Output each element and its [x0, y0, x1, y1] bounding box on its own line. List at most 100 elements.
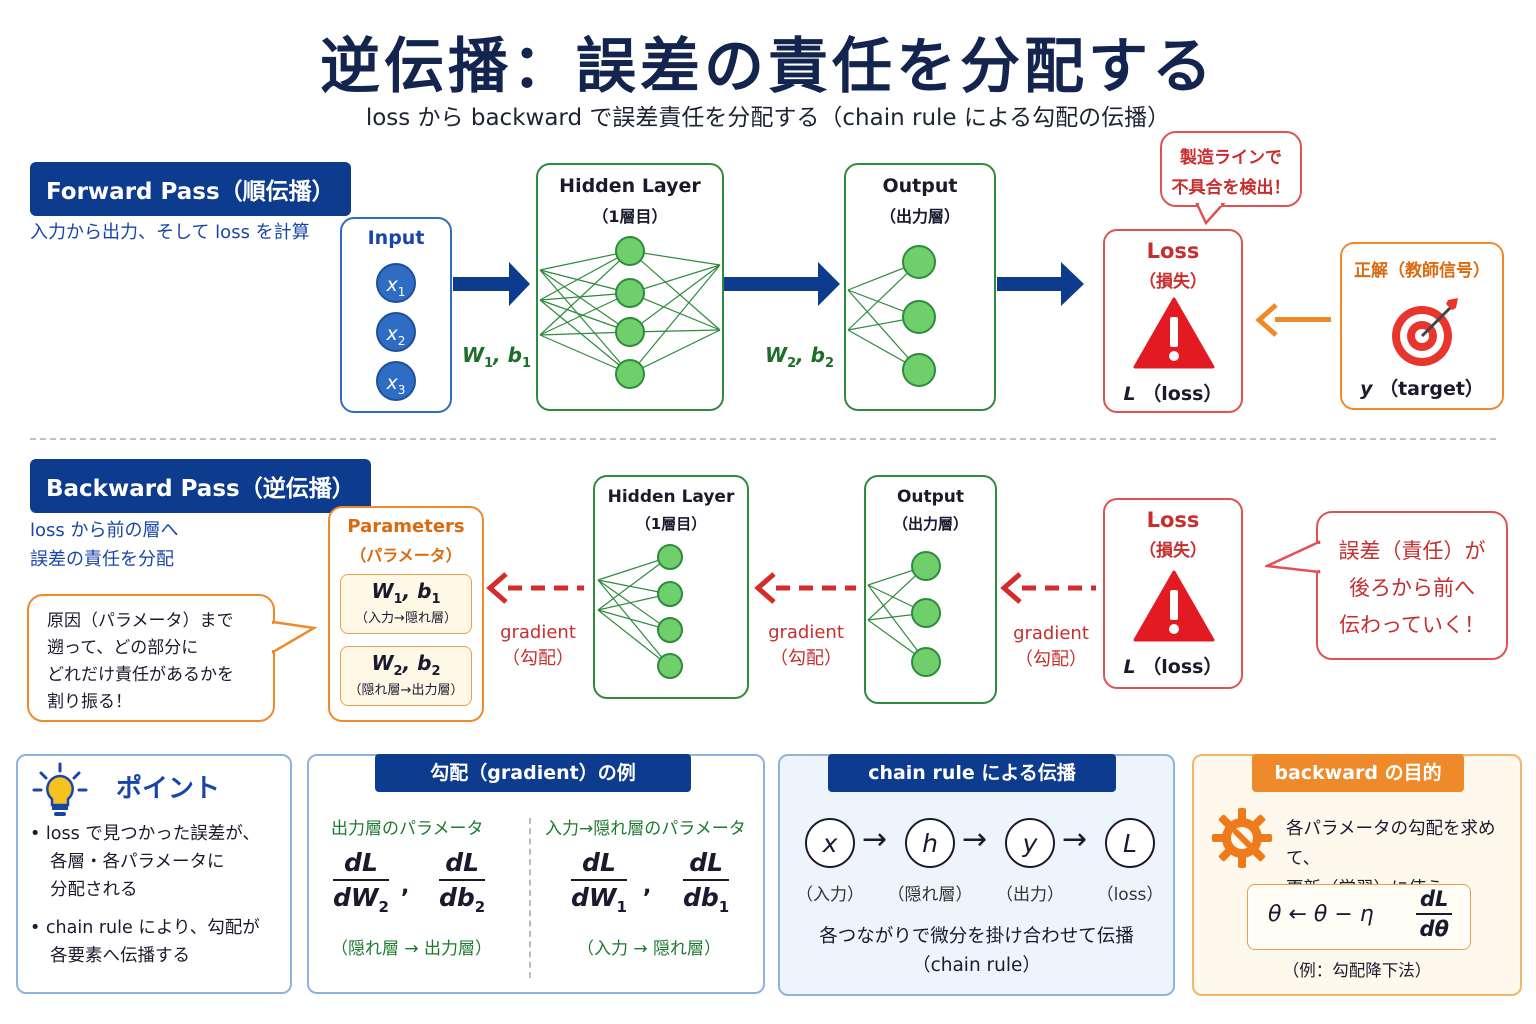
chain-desc-2: （chain rule）	[912, 955, 1041, 976]
backward-loss-box: Loss （損失） L （loss）	[1103, 498, 1243, 689]
backward-hidden-title: Hidden Layer	[607, 487, 735, 507]
point-bullet-1-line-1: loss で見つかった誤差が、	[45, 824, 260, 844]
left-bubble-line-4: 割り振る！	[47, 692, 132, 712]
p1-w: W	[371, 579, 394, 603]
backward-loss-title: Loss	[1146, 508, 1200, 532]
chain-desc-1: 各つながりで微分を掛け合わせて伝播	[819, 926, 1134, 947]
input-node-3: x3	[376, 361, 416, 401]
left-bubble-line-2: 遡って、どの部分に	[47, 638, 199, 658]
gradient-label-3: gradient（勾配）	[1003, 621, 1099, 673]
input-node-2-label: x	[386, 323, 398, 345]
param-w2-b2-desc: （隠れ層→出力層）	[348, 683, 464, 698]
grad-dl-dw2-sub: 2	[378, 898, 389, 916]
point-bullet-1-line-2: 各層・各パラメータに	[50, 852, 225, 872]
purpose-note: （例：勾配降下法）	[1282, 961, 1432, 980]
p2-b-sub: 2	[431, 664, 441, 679]
input-node-3-label: x	[386, 372, 398, 394]
target-title: 正解（教師信号）	[1354, 261, 1490, 281]
point-bullet-2-line-2: 各要素へ伝播する	[50, 946, 190, 966]
grad-dl-db2-sub: 2	[474, 898, 486, 916]
point-title: ポイント	[116, 774, 221, 804]
formula-num: dL	[1416, 887, 1453, 915]
forward-hidden-nodes	[615, 236, 645, 389]
forward-arrow-3	[997, 262, 1084, 306]
right-bubble-line-3: 伝わっていく！	[1339, 613, 1485, 637]
gradient-label-2-jp: （勾配）	[770, 648, 842, 669]
grad-dl-dw1-num: dL	[571, 848, 627, 881]
forward-arrow-2	[724, 262, 840, 306]
input-node-1-label: x	[386, 274, 398, 296]
chain-node-l: L	[1105, 818, 1155, 868]
chain-node-y: y	[1005, 818, 1055, 868]
grad-dl-db2-den: db	[439, 883, 475, 912]
section-divider	[30, 438, 1496, 440]
grad-dl-db1-sub: 1	[718, 898, 730, 916]
lightbulb-icon	[32, 762, 88, 816]
grad-dl-dw1-den: dW	[571, 883, 617, 912]
backward-loss-text: （loss）	[1142, 656, 1223, 678]
backward-left-bubble-text: 原因（パラメータ）まで 遡って、どの部分に どれだけ責任があるかを 割り振る！	[47, 608, 234, 716]
forward-loss-text: （loss）	[1142, 383, 1223, 405]
input-node-1: x1	[376, 263, 416, 303]
forward-loss-bubble: 製造ラインで 不具合を検出！	[1160, 131, 1302, 207]
gradient-arrow-1	[486, 572, 584, 604]
w1-b1-label: W1, b1	[462, 343, 532, 371]
right-bubble-line-2: 後ろから前へ	[1349, 576, 1475, 600]
formula-den: dθ	[1419, 917, 1449, 941]
gradient-left-note: （隠れ層 → 出力層）	[331, 939, 493, 959]
param-w1-b1-desc: （入力→隠れ層）	[355, 611, 457, 626]
backward-output-title: Output	[896, 487, 965, 507]
w2-sub: 2	[787, 356, 797, 371]
b2-symbol: b	[810, 343, 825, 367]
backward-output-box: Output （出力層）	[864, 475, 997, 704]
param-w1-b1: W1, b1 （入力→隠れ層）	[340, 574, 472, 634]
backward-output-sub: （出力層）	[892, 515, 968, 533]
grad-comma-1: ,	[401, 874, 410, 899]
input-box: Input x1 x2 x3	[340, 217, 452, 413]
right-bubble-line-1: 誤差（責任）が	[1338, 539, 1486, 563]
left-bubble-line-3: どれだけ責任があるかを	[47, 665, 234, 685]
gradient-label-2-en: gradient	[768, 622, 844, 643]
param-w2-b2: W2, b2 （隠れ層→出力層）	[340, 646, 472, 706]
backward-loss-symbol: L	[1123, 656, 1136, 678]
gradient-label-1-jp: （勾配）	[502, 648, 574, 669]
gradient-example-card: 勾配（gradient）の例 出力層のパラメータ 入力→隠れ層のパラメータ dL…	[307, 754, 765, 994]
grad-dl-dw2-num: dL	[333, 848, 389, 881]
forward-output-sub: （出力層）	[879, 207, 960, 226]
parameters-title: Parameters	[347, 516, 465, 537]
gradient-right-head: 入力→隠れ層のパラメータ	[545, 819, 746, 839]
chain-label-l: （loss）	[1096, 885, 1164, 905]
input-node-2-sub: 2	[397, 333, 406, 348]
chain-node-h: h	[905, 818, 955, 868]
grad-dl-db1-den: db	[683, 883, 719, 912]
chain-label-x: （入力）	[796, 885, 864, 905]
chain-arrow-3: →	[1062, 822, 1088, 857]
parameters-sub: （パラメータ）	[350, 546, 462, 565]
p2-b: b	[417, 651, 432, 675]
purpose-tag: backward の目的	[1252, 754, 1464, 792]
gradient-label-2: gradient （勾配）	[758, 620, 854, 672]
w2-symbol: W	[765, 343, 788, 367]
backward-connections	[486, 556, 1096, 667]
point-card: ポイント • loss で見つかった誤差が、 各層・各パラメータに 分配される …	[16, 754, 292, 994]
forward-loss-box: Loss （損失） L （loss）	[1103, 229, 1243, 413]
gear-wrench-icon	[1212, 808, 1272, 868]
left-bubble-line-1: 原因（パラメータ）まで	[47, 611, 234, 631]
chain-rule-card: chain rule による伝播 x → h → y → L （入力） （隠れ層…	[778, 754, 1175, 996]
grad-dl-dw1-sub: 1	[616, 898, 627, 916]
forward-bubble-line2: 不具合を検出！	[1171, 178, 1291, 198]
w1-sub: 1	[484, 356, 494, 371]
forward-loss-title: Loss	[1146, 239, 1200, 263]
point-bullet-1-line-3: 分配される	[50, 880, 138, 900]
forward-hidden-title: Hidden Layer	[559, 175, 701, 197]
forward-output-title: Output	[882, 175, 958, 197]
chain-node-x: x	[805, 818, 855, 868]
forward-connections	[453, 250, 1331, 375]
warning-icon	[1133, 297, 1215, 369]
p1-b: b	[417, 579, 432, 603]
backward-pass-tag: Backward Pass（逆伝播）	[30, 459, 371, 513]
grad-dl-db1-num: dL	[683, 848, 730, 881]
backward-right-bubble: 誤差（責任）が 後ろから前へ 伝わっていく！	[1316, 511, 1508, 660]
forward-hidden-sub: （1層目）	[592, 207, 668, 226]
